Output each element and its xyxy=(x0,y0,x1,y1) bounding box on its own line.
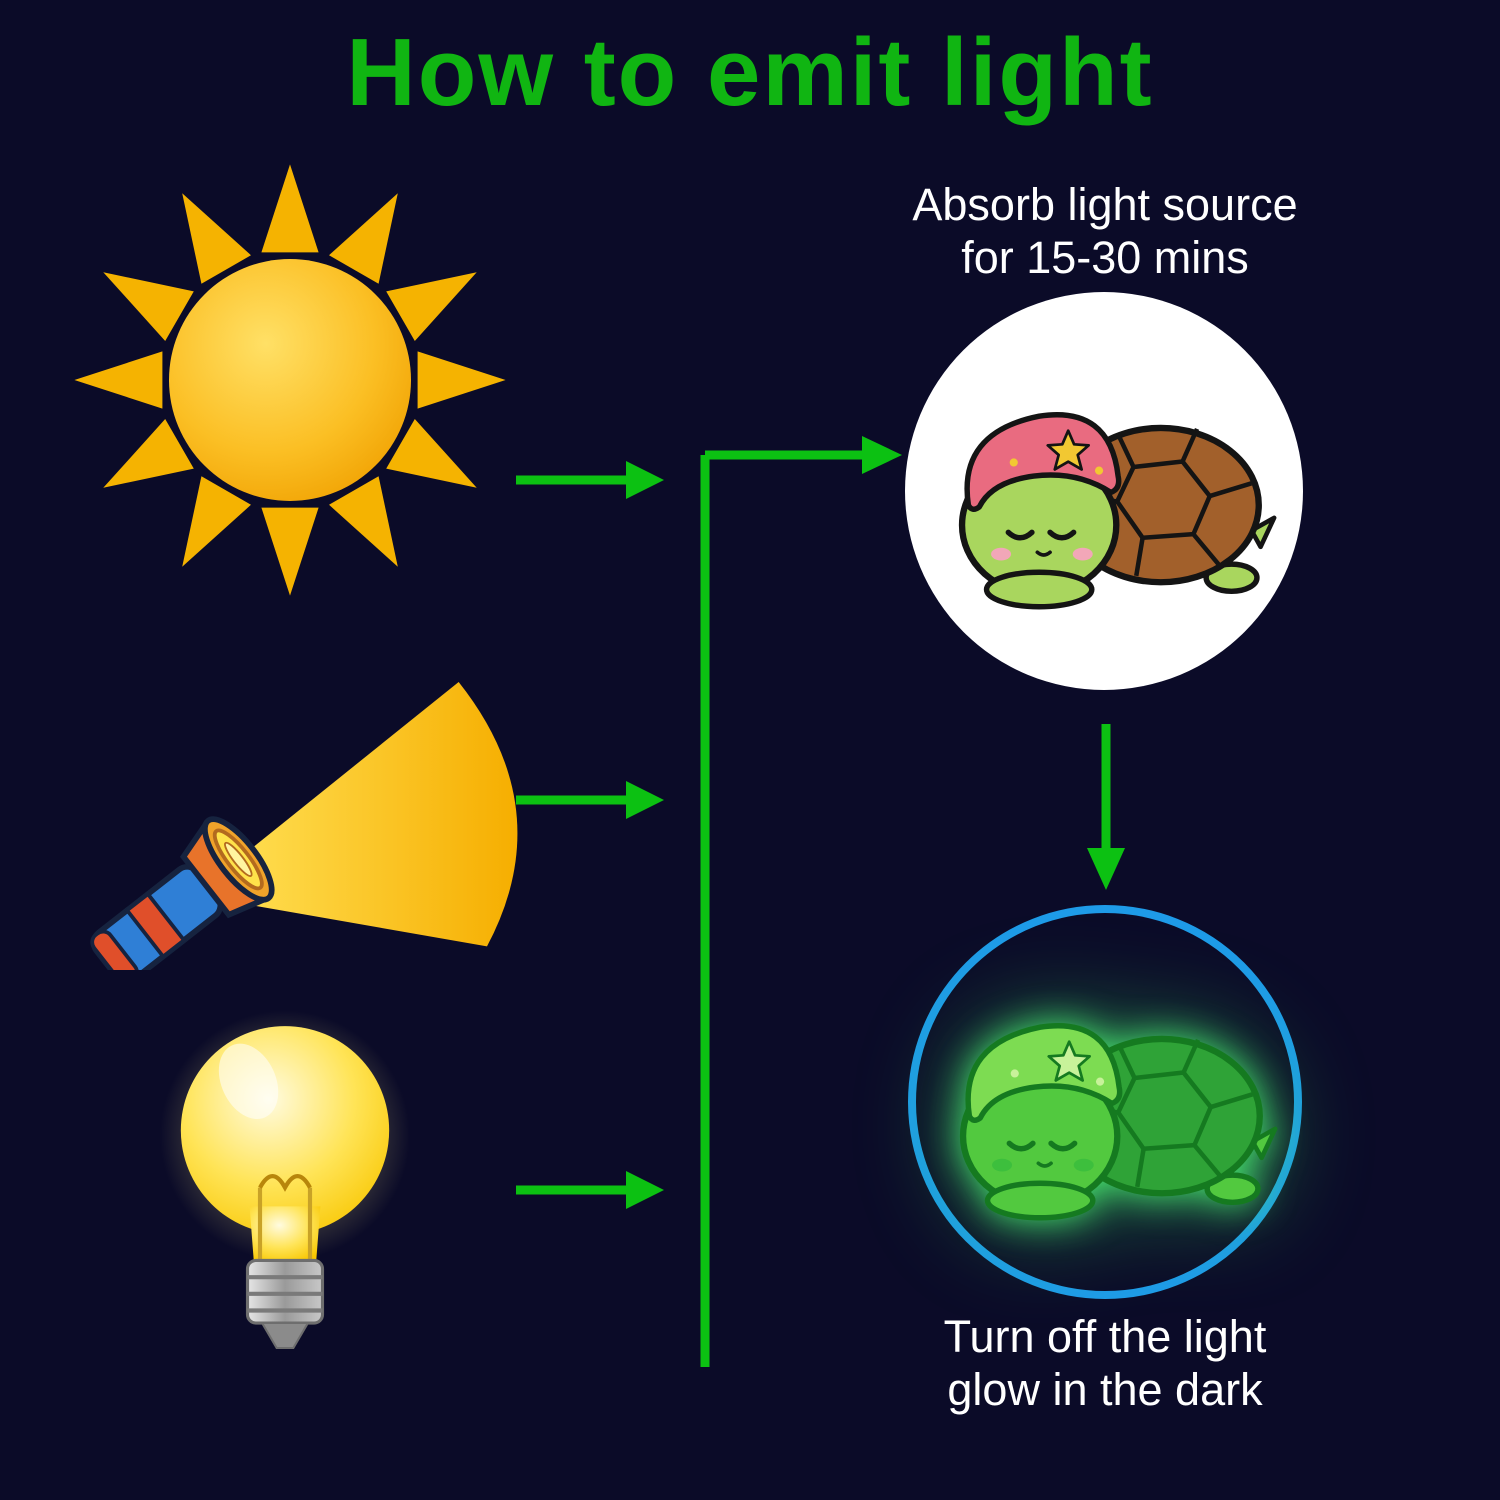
flow-connector-line xyxy=(696,425,908,1375)
absorb-caption-line1: Absorb light source xyxy=(912,179,1298,230)
absorb-caption-line2: for 15-30 mins xyxy=(961,232,1249,284)
glowing-turtle-illustration xyxy=(908,905,1302,1299)
absorb-caption: Absorb light source for 15-30 mins xyxy=(805,178,1405,284)
sleeping-turtle-illustration xyxy=(905,292,1303,690)
glow-caption-line1: Turn off the light xyxy=(943,1311,1267,1362)
sleeping-turtle-icon xyxy=(932,369,1277,614)
light-bulb-icon xyxy=(160,1000,410,1400)
glow-caption: Turn off the light glow in the dark xyxy=(805,1310,1405,1416)
arrow-right-icon xyxy=(512,770,667,830)
sun-icon xyxy=(70,160,510,600)
arrow-down-icon xyxy=(1076,720,1136,898)
glowing-turtle-icon xyxy=(933,980,1278,1225)
arrow-right-icon xyxy=(512,450,667,510)
glow-caption-line2: glow in the dark xyxy=(947,1364,1263,1416)
page-title: How to emit light xyxy=(346,19,1154,126)
flashlight-icon xyxy=(30,630,570,970)
arrow-right-icon xyxy=(512,1160,667,1220)
